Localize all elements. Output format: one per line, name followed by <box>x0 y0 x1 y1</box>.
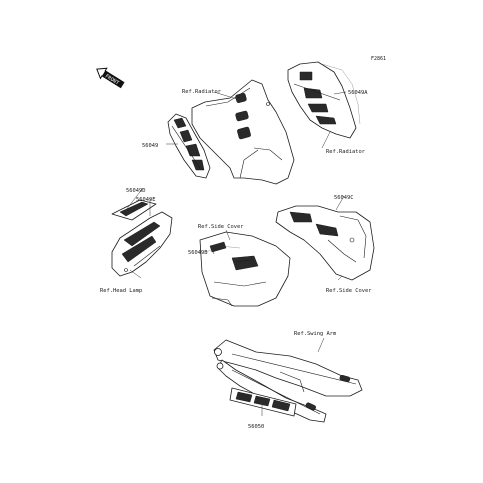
decal-56050 <box>229 387 297 417</box>
label-56049E: 56049E <box>136 197 155 203</box>
label-ref-radiator-top: Ref.Radiator <box>182 89 222 95</box>
label-56049B: 56049B <box>188 250 207 256</box>
label-56049A: 56049A <box>348 90 368 96</box>
diagram-code: F2861 <box>371 56 386 62</box>
front-arrow-icon: FRONT <box>96 67 125 89</box>
side-cover-left <box>199 231 291 307</box>
radiator-shroud-right <box>287 61 361 139</box>
label-56049C: 56049C <box>334 195 353 201</box>
decal-56049 <box>167 113 211 179</box>
swing-arm <box>213 339 363 423</box>
head-lamp-cover <box>111 211 173 277</box>
label-56050: 56050 <box>248 424 264 430</box>
decal-56049D <box>111 199 157 221</box>
front-label: FRONT <box>104 73 120 86</box>
label-56049D: 56049D <box>126 188 145 194</box>
label-ref-radiator-right: Ref.Radiator <box>326 149 366 155</box>
label-ref-swing-arm: Ref.Swing Arm <box>294 331 336 337</box>
label-ref-head-lamp: Ref.Head Lamp <box>100 288 142 294</box>
leader-lines <box>125 91 347 416</box>
label-ref-side-cover-right: Ref.Side Cover <box>326 288 372 294</box>
label-ref-side-cover-left: Ref.Side Cover <box>198 224 244 230</box>
label-56049: 56049 <box>142 143 158 149</box>
radiator-shroud-left <box>191 79 295 185</box>
side-cover-right <box>275 205 375 281</box>
